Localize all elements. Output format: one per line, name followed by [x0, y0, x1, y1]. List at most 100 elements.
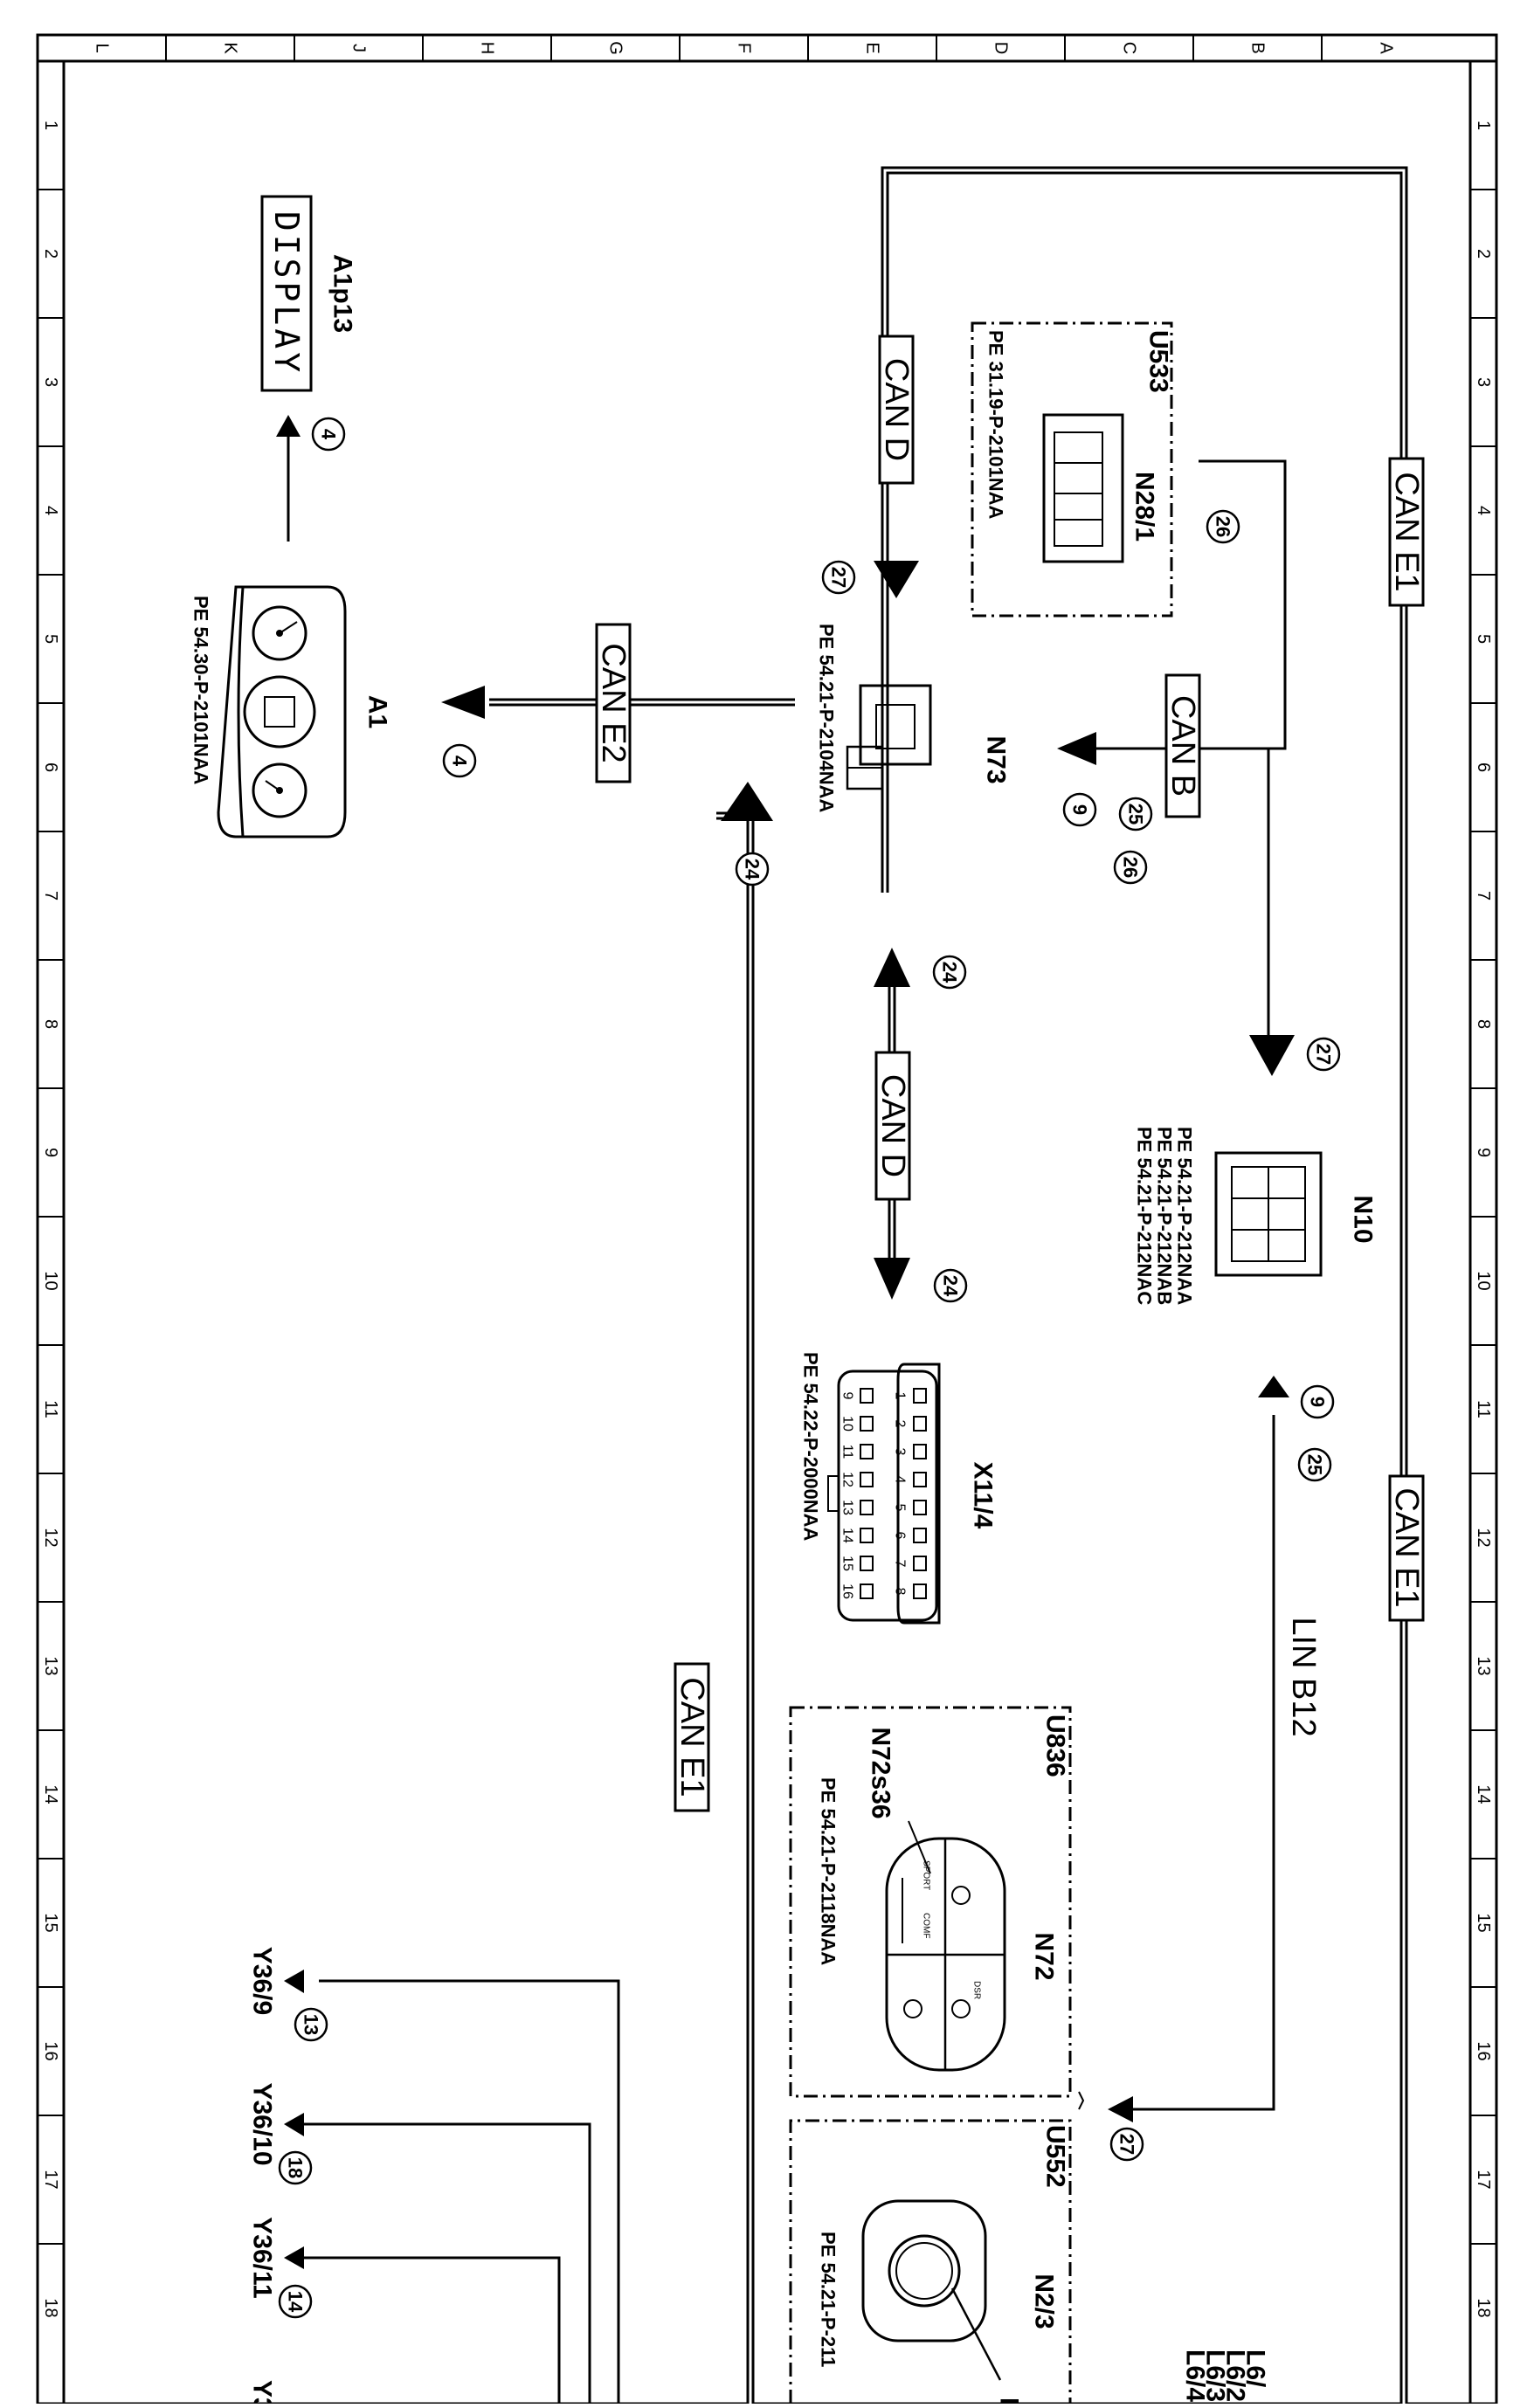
svg-text:27: 27 [1313, 1044, 1335, 1065]
bus-can-b: CAN B [1164, 673, 1201, 818]
connector-pin [913, 1416, 927, 1432]
svg-text:26: 26 [1213, 516, 1234, 537]
display-a1p13: DISPLAY A1p13 4 [260, 195, 357, 452]
module-n73: N73 PE 54.21-P-2104NAA 24 27 9 25 26 [735, 560, 1153, 887]
module-n72: U836 N72 N72s36 PE 54.21-P-2118NAA SPORT… [789, 1706, 1085, 2110]
n10-ref-1: PE 54.21-P-212NAA [1174, 1127, 1196, 1305]
svg-text:24: 24 [742, 859, 764, 880]
pin-number: 16 [840, 1583, 855, 1599]
x11-4-document-ref: PE 54.22-P-2000NAA [800, 1352, 822, 1542]
row-label: 17 [41, 2170, 60, 2189]
row-label: 13 [41, 1656, 60, 1675]
n72-sport-label: SPORT [922, 1860, 931, 1890]
svg-text:4: 4 [449, 756, 471, 767]
svg-text:25: 25 [1125, 804, 1147, 825]
bus-can-e2: CAN E2 [595, 623, 632, 783]
row-label: 18 [41, 2298, 60, 2317]
row-label: 1 [1474, 121, 1493, 130]
connector-pin [860, 1500, 874, 1515]
pin-number: 14 [840, 1528, 855, 1543]
row-label: 12 [1474, 1528, 1493, 1547]
drawing-frame [36, 33, 1498, 2405]
connector-pin [860, 1472, 874, 1487]
svg-text:N: N [995, 2398, 1024, 2404]
svg-text:U836: U836 [1041, 1715, 1070, 1777]
connector-pin [913, 1500, 927, 1515]
row-label: 2 [41, 249, 60, 259]
module-n2-3: U552 N2/3 PE 54.21-P-211 N 27 [789, 2119, 1144, 2408]
svg-text:U552: U552 [1041, 2125, 1070, 2188]
pin-number: 13 [840, 1500, 855, 1515]
svg-text:DISPLAY: DISPLAY [267, 211, 306, 376]
row-label: 14 [41, 1784, 60, 1804]
svg-text:27: 27 [1116, 2134, 1138, 2155]
connector-pin [860, 1388, 874, 1404]
svg-text:A1p13: A1p13 [328, 254, 357, 333]
connector-pin [860, 1583, 874, 1599]
n72-document-ref: PE 54.21-P-2118NAA [818, 1777, 840, 1965]
arrowheads [276, 415, 1295, 2269]
row-label: 7 [1474, 891, 1493, 900]
svg-text:9: 9 [1069, 804, 1091, 815]
pin-number: 10 [840, 1416, 855, 1432]
svg-text:N73: N73 [982, 735, 1011, 783]
row-label: 9 [41, 1148, 60, 1157]
row-label: 8 [1474, 1019, 1493, 1029]
n72-comf-label: COMF [922, 1913, 931, 1938]
pin-number: 6 [893, 1532, 908, 1540]
svg-text:4: 4 [318, 429, 340, 440]
svg-text:L6/3: L6/3 [1201, 2349, 1230, 2402]
svg-text:9: 9 [1307, 1397, 1329, 1407]
svg-text:L6/4: L6/4 [1181, 2349, 1210, 2402]
bus-can-d-mid: CAN D [874, 1051, 911, 1201]
connector-pin [860, 1556, 874, 1571]
row-label: 18 [1474, 2298, 1493, 2317]
svg-text:27: 27 [828, 567, 850, 588]
row-label: 15 [1474, 1913, 1493, 1932]
pin-number: 1 [893, 1392, 908, 1400]
row-label: 6 [1474, 762, 1493, 772]
bus-can-e1-low: CAN E1 [674, 1662, 710, 1812]
svg-text:26: 26 [1120, 857, 1142, 878]
row-label: 15 [41, 1913, 60, 1932]
connector-pin [913, 1556, 927, 1571]
connector-pin [860, 1416, 874, 1432]
bus-can-e1-top: CAN E1 [1388, 457, 1425, 607]
row-label: 14 [1474, 1784, 1493, 1804]
column-label: A [1377, 42, 1396, 54]
svg-text:Y36: Y36 [248, 2380, 277, 2404]
column-label: D [992, 42, 1011, 54]
bus-lin-b12-label: LIN B12 [1285, 1617, 1322, 1736]
a1-document-ref: PE 54.30-P-2101NAA [190, 596, 212, 785]
svg-text:L6/: L6/ [1241, 2349, 1270, 2388]
svg-text:N10: N10 [1349, 1195, 1378, 1243]
column-label: L [93, 43, 112, 52]
pin-number: 3 [893, 1448, 908, 1456]
row-label: 2 [1474, 249, 1493, 259]
row-label: 1 [41, 121, 60, 130]
connector-pin [913, 1583, 927, 1599]
svg-text:N28/1: N28/1 [1130, 472, 1159, 542]
svg-text:CAN E1: CAN E1 [674, 1677, 710, 1797]
svg-text:CAN D: CAN D [874, 1074, 911, 1177]
row-label: 8 [41, 1019, 60, 1029]
column-label: F [735, 43, 754, 53]
svg-text:Y36/10: Y36/10 [248, 2082, 277, 2165]
svg-text:Y36/9: Y36/9 [248, 1947, 277, 2015]
svg-text:13: 13 [301, 2014, 322, 2035]
pin-number: 15 [840, 1556, 855, 1571]
column-label: B [1248, 42, 1268, 53]
svg-text:25: 25 [1304, 1454, 1326, 1475]
svg-text:CAN B: CAN B [1164, 695, 1201, 797]
row-label: 12 [41, 1528, 60, 1547]
row-label: 10 [41, 1271, 60, 1290]
can-d-marker-bottom: 24 [940, 1275, 962, 1297]
pin-number: 12 [840, 1472, 855, 1487]
row-label: 6 [41, 762, 60, 772]
n10-ref-3: PE 54.21-P-212NAC [1134, 1127, 1156, 1305]
